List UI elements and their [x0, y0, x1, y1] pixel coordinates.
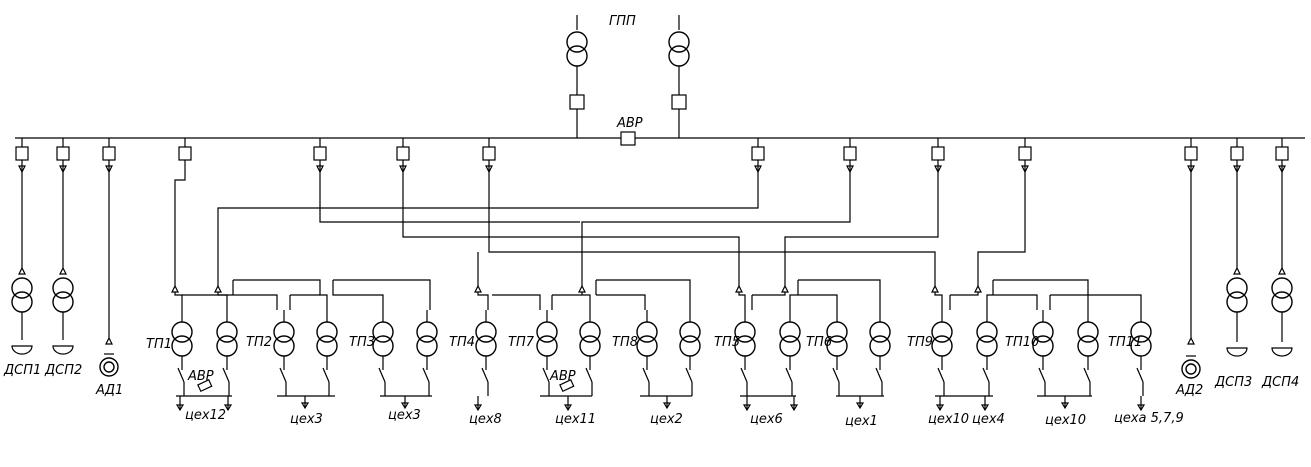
label-load-1: цех12: [185, 408, 226, 423]
label-dsp2: ДСП2: [44, 363, 82, 378]
label-load-4: цех8: [469, 412, 502, 427]
label-load-9: цех10: [928, 412, 969, 427]
load-arrow: [1060, 396, 1070, 410]
label-tp6: ТП6: [806, 335, 832, 350]
label-tp7: ТП7: [508, 335, 535, 350]
cable-routes: [174, 160, 1026, 286]
load-arrow: [742, 396, 752, 412]
label-load-2: цех3: [290, 412, 323, 427]
transformer: [1032, 310, 1054, 396]
label-tp10: ТП10: [1005, 335, 1039, 350]
load-arrow: [980, 396, 990, 412]
label-tp5: ТП5: [714, 335, 740, 350]
load-arrow: [400, 396, 410, 410]
load-arrow: [300, 396, 310, 410]
transformer: [536, 310, 558, 396]
tp-interconnects: [171, 279, 1142, 310]
label-load-11: цех10: [1045, 413, 1086, 428]
generator-dsp2: [52, 172, 74, 355]
load-arrow: [855, 396, 865, 410]
label-ad1: АД1: [95, 383, 123, 398]
main-busbar: [15, 131, 1305, 146]
label-avr-tp1: АВР: [187, 369, 214, 384]
label-load-6: цех2: [650, 412, 683, 427]
load-arrow: [662, 396, 672, 410]
label-dsp3: ДСП3: [1214, 375, 1252, 390]
label-load-5: цех11: [555, 412, 596, 427]
label-tp4: ТП4: [449, 335, 475, 350]
transformer: [869, 310, 891, 396]
transformer: [372, 310, 394, 396]
label-dsp1: ДСП1: [3, 363, 41, 378]
motor-ad1: [99, 172, 119, 377]
label-load-8: цех1: [845, 414, 878, 429]
generator-dsp1: [11, 172, 33, 355]
transformer: [1077, 310, 1099, 396]
transformer: [779, 310, 801, 396]
transformer: [475, 310, 497, 396]
transformer: [734, 310, 756, 396]
transformer: [931, 310, 953, 396]
generator-dsp4: [1271, 172, 1293, 357]
generator-dsp3: [1226, 172, 1248, 357]
transformer: [579, 310, 601, 396]
transformer: [416, 310, 438, 396]
transformer: [976, 310, 998, 396]
main-supply: [566, 15, 690, 138]
transformer: [826, 310, 848, 396]
avr-switch: [197, 379, 213, 393]
label-tp3: ТП3: [349, 335, 375, 350]
label-avr-tp7: АВР: [549, 369, 576, 384]
label-tp9: ТП9: [907, 335, 933, 350]
label-tp1: ТП1: [146, 337, 172, 352]
load-arrow: [563, 396, 573, 412]
label-ad2: АД2: [1175, 383, 1203, 398]
transformer: [273, 310, 295, 396]
label-dsp4: ДСП4: [1261, 375, 1299, 390]
load-arrow: [223, 396, 233, 412]
label-load-7: цех6: [750, 412, 783, 427]
feeder-breakers: [15, 138, 1289, 174]
avr-switch: [559, 379, 575, 393]
transformer: [679, 310, 701, 396]
load-arrow: [473, 396, 483, 412]
motor-ad2: [1181, 172, 1201, 379]
transformer: [216, 310, 238, 396]
transformers: [171, 310, 1152, 412]
load-arrow: [1136, 396, 1146, 412]
label-load-10: цех4: [972, 412, 1005, 427]
transformer: [171, 310, 193, 396]
label-load-12: цеха 5,7,9: [1114, 411, 1184, 426]
label-tp8: ТП8: [612, 335, 638, 350]
load-arrow: [935, 396, 945, 412]
gpp-label: ГПП: [609, 14, 636, 29]
label-load-3: цех3: [388, 408, 421, 423]
transformer: [636, 310, 658, 396]
label-tp11: ТП11: [1108, 335, 1142, 350]
load-arrow: [175, 396, 185, 412]
load-arrow: [789, 396, 799, 412]
label-tp2: ТП2: [246, 335, 272, 350]
avr-main-label: АВР: [616, 116, 643, 131]
transformer: [316, 310, 338, 396]
transformer: [1130, 310, 1152, 396]
labels: ДСП1 ДСП2 АД1 АД2 ДСП3 ДСП4 ТП1 ТП2 ТП3 …: [3, 335, 1299, 429]
